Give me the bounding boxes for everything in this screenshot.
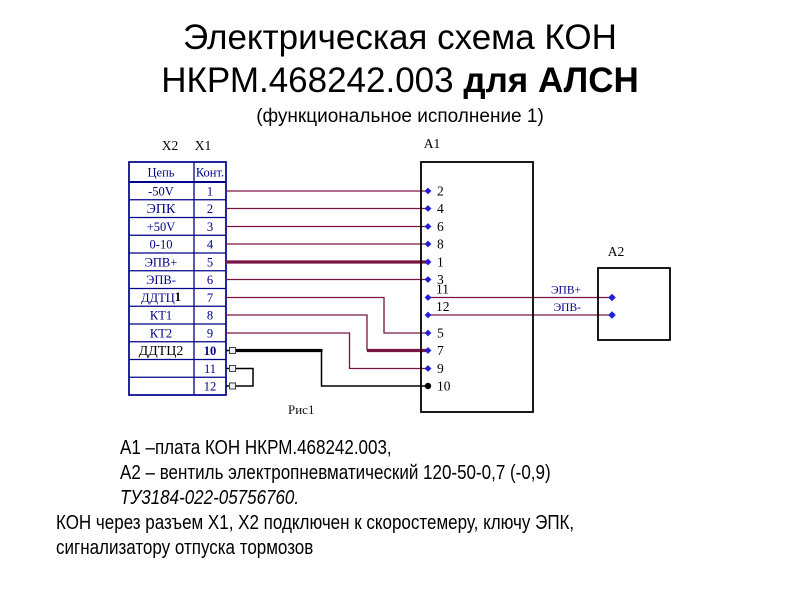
note-a2: А2 – вентиль электропневматический 120-5… <box>120 462 551 484</box>
contact-number: 1 <box>207 185 213 199</box>
connector-x2-label: Х2 <box>162 138 179 153</box>
wire-label-epv-plus: ЭПВ+ <box>551 285 581 297</box>
circuit-name: +50V <box>147 220 176 234</box>
circuit-name: ДДТЦ1 <box>141 290 181 305</box>
a1-pin-number: 10 <box>437 379 451 394</box>
circuit-name: -50V <box>148 185 174 199</box>
a2-box <box>597 267 671 341</box>
note-a1: А1 –плата КОН НКРМ.468242.003, <box>120 437 392 459</box>
contact-number: 7 <box>207 291 213 305</box>
circuit-name: ЭПВ+ <box>145 256 178 270</box>
page-title: Электрическая схема КОН НКРМ.468242.003 … <box>0 16 800 129</box>
contact-number: 8 <box>207 309 213 323</box>
a1-pin-number: 7 <box>437 343 444 358</box>
a1-pin-dot <box>424 205 432 212</box>
col-header-circuit: Цепь <box>148 166 175 180</box>
figure-caption: Рис1 <box>288 402 314 417</box>
contact-number: 10 <box>204 344 217 358</box>
note-tu: ТУ3184-022-05756760. <box>120 487 300 509</box>
a1-pin-number: 3 <box>437 272 444 287</box>
a1-pin-number: 12 <box>436 299 450 314</box>
terminal-square-12 <box>229 382 236 390</box>
a2-pin-dot <box>608 293 616 302</box>
title-subtitle: (функциональное исполнение 1) <box>256 106 544 127</box>
a1-pin-dot <box>424 365 432 372</box>
wire-label-epv-minus: ЭПВ- <box>554 302 582 314</box>
a1-pin-number: 4 <box>437 201 444 216</box>
a1-pin-dot <box>424 223 432 230</box>
circuit-name: ЭПВ- <box>146 273 176 287</box>
a1-pin-dot <box>424 294 432 301</box>
a1-pin-dot <box>424 276 432 283</box>
title-line1: Электрическая схема КОН <box>183 18 617 57</box>
a1-box <box>420 161 534 413</box>
col-header-contact: Конт. <box>196 166 224 180</box>
a1-pin-dot <box>424 240 432 248</box>
a1-pin-number: 9 <box>437 361 444 376</box>
circuit-name: ЭПК <box>147 202 176 217</box>
wire-x1-10-to-a1-10-end <box>320 350 428 387</box>
title-emphasis: для АЛСН <box>463 61 639 100</box>
pin-table: Цепь Конт. -50V ЭПК +50V 0-10 ЭПВ+ ЭПВ- … <box>128 161 227 396</box>
note-kon-line2: сигнализатору отпуска тормозов <box>56 537 314 559</box>
contact-number: 11 <box>204 362 216 376</box>
circuit-name: КТ1 <box>150 309 172 323</box>
a1-pin-dot <box>424 187 432 195</box>
a2-pin-dot <box>608 311 616 319</box>
wire-x1-8-to-a1-7 <box>226 314 368 351</box>
a1-pin-number: 6 <box>437 219 444 234</box>
circuit-name-suffix: 1 <box>175 290 181 304</box>
pin-table-border <box>128 161 227 396</box>
legend-notes: А1 –плата КОН НКРМ.468242.003, А2 – вент… <box>120 436 551 511</box>
a1-pin-dot-black <box>424 382 432 390</box>
a1-label: А1 <box>424 136 441 151</box>
contact-number: 2 <box>207 202 213 216</box>
circuit-name: ДДТЦ2 <box>139 344 184 359</box>
circuit-name-main: ДДТЦ <box>141 291 175 305</box>
a1-pin-dot <box>424 329 432 337</box>
block-a2: А2 ЭПВ+ ЭПВ- <box>551 244 671 341</box>
connector-x1-label: Х1 <box>195 138 212 153</box>
note-kon-line1: КОН через разъем Х1, Х2 подключен к скор… <box>56 512 575 534</box>
a1-pin-number: 5 <box>437 326 444 341</box>
contact-number: 5 <box>207 256 213 270</box>
contact-number: 4 <box>207 238 214 252</box>
title-line2: НКРМ.468242.003 для АЛСН <box>0 59 800 102</box>
block-a1: А1 2 4 6 8 1 3 11 12 5 7 9 10 <box>420 136 534 413</box>
a1-pin-number: 8 <box>437 237 444 252</box>
footer-notes: КОН через разъем Х1, Х2 подключен к скор… <box>56 511 574 561</box>
title-doc-number: НКРМ.468242.003 <box>161 61 454 100</box>
a1-pin-number: 11 <box>436 282 449 297</box>
a1-pin-number: 1 <box>437 255 444 270</box>
a1-pin-dot <box>424 347 432 354</box>
circuit-name: 0-10 <box>150 238 173 252</box>
a1-pin-number: 2 <box>437 184 444 199</box>
wiring <box>226 190 612 390</box>
terminal-square-10 <box>229 347 236 354</box>
a1-pin-dot <box>424 258 432 266</box>
circuit-name: КТ2 <box>150 327 172 341</box>
wire-x1-9-to-a1-9 <box>226 332 428 370</box>
a1-pin-dot <box>424 311 432 319</box>
terminal-square-11 <box>229 365 236 372</box>
contact-number: 12 <box>204 380 217 394</box>
contact-number: 3 <box>207 220 213 234</box>
contact-number: 6 <box>207 273 213 287</box>
a2-label: А2 <box>608 244 625 259</box>
contact-number: 9 <box>207 327 213 341</box>
jumper-x1-11-to-x1-12 <box>236 367 254 387</box>
wire-x1-7-to-a1-5 <box>226 296 428 334</box>
